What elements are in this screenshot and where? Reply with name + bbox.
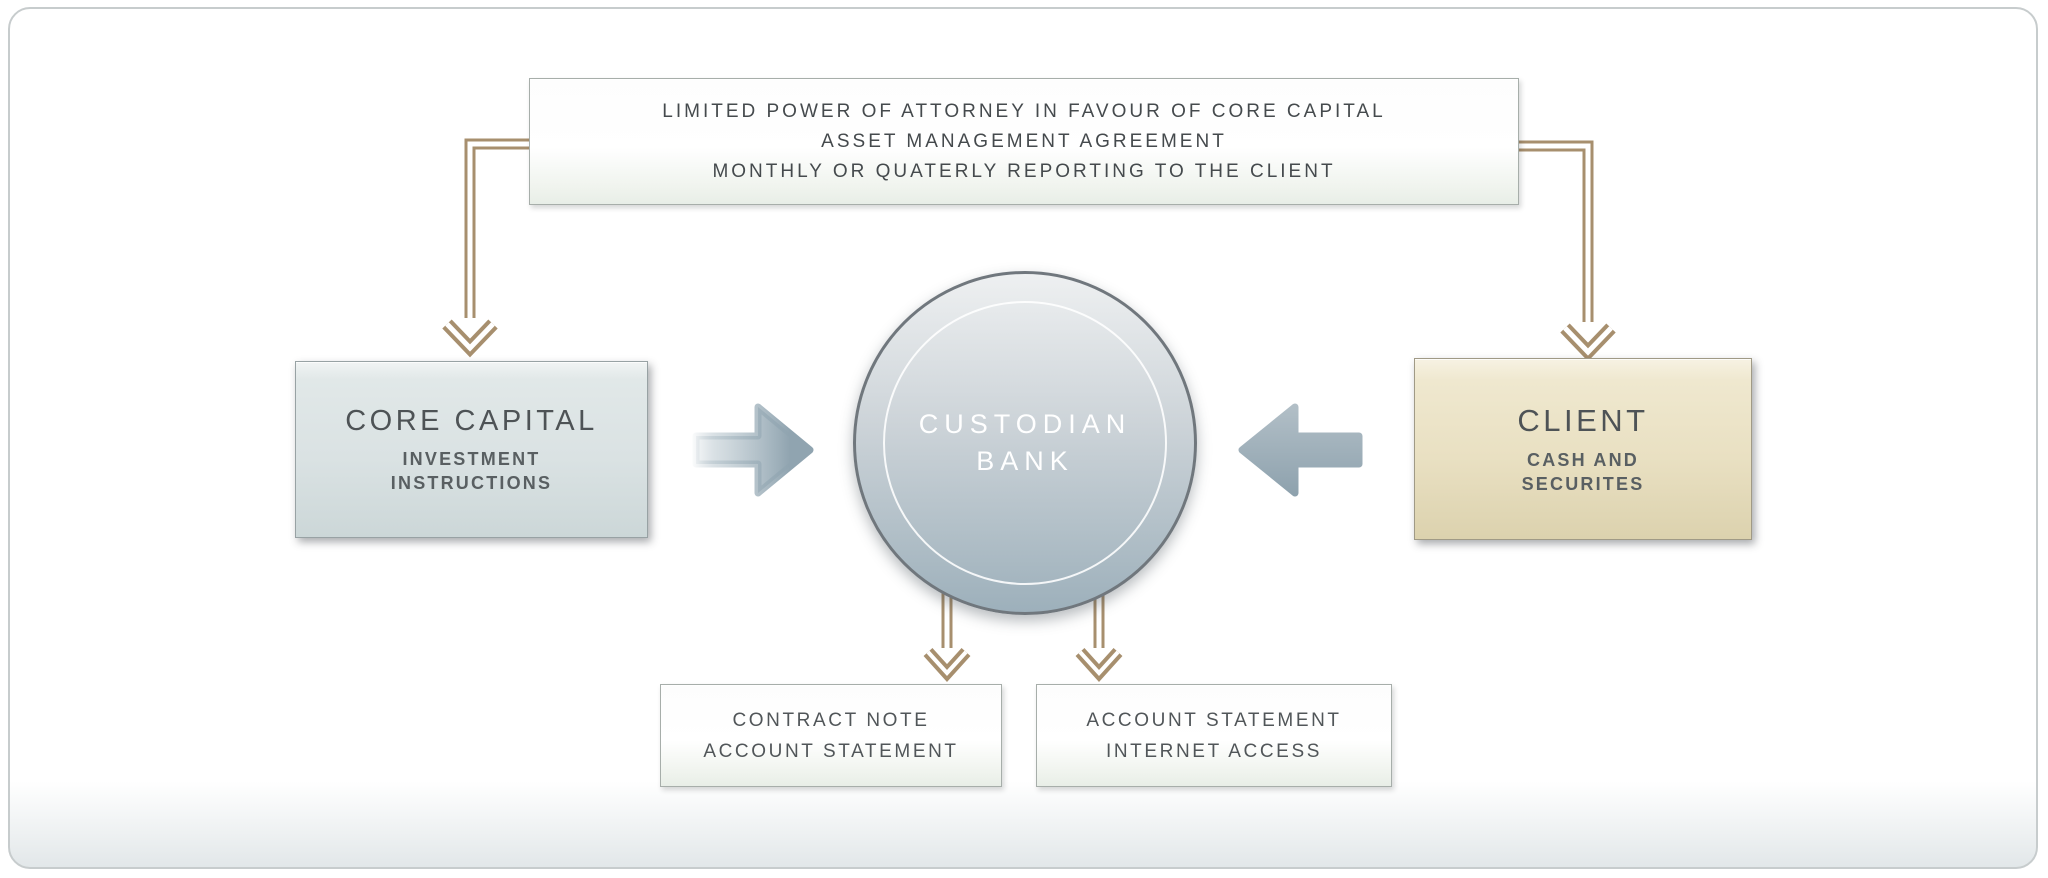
contract-note-line: CONTRACT NOTE <box>732 709 930 731</box>
internet-access-box: ACCOUNT STATEMENT INTERNET ACCESS <box>1036 684 1392 787</box>
arrow-client-to-custodian <box>1238 403 1363 497</box>
agreement-line: MONTHLY OR QUATERLY REPORTING TO THE CLI… <box>712 160 1336 182</box>
contract-note-box: CONTRACT NOTE ACCOUNT STATEMENT <box>660 684 1002 787</box>
connector-agreement-to-core-capital <box>442 138 529 358</box>
circle-inner-ring <box>883 301 1167 585</box>
custodian-bank-circle: CUSTODIAN BANK <box>853 271 1197 615</box>
client-title: CLIENT <box>1517 402 1649 438</box>
agreement-box: LIMITED POWER OF ATTORNEY IN FAVOUR OF C… <box>529 78 1519 205</box>
core-capital-title: CORE CAPITAL <box>345 404 598 437</box>
arrow-core-capital-to-custodian <box>692 403 814 497</box>
core-capital-box: CORE CAPITAL INVESTMENT INSTRUCTIONS <box>295 361 648 538</box>
internet-access-line: ACCOUNT STATEMENT <box>1086 709 1342 731</box>
core-capital-subtitle-line: INVESTMENT <box>402 448 541 469</box>
agreement-line: LIMITED POWER OF ATTORNEY IN FAVOUR OF C… <box>662 100 1386 122</box>
custodian-bank-label-line: CUSTODIAN <box>918 409 1132 439</box>
custodian-bank-label-line: BANK <box>976 446 1074 476</box>
client-subtitle-line: SECURITES <box>1521 473 1645 494</box>
agreement-line: ASSET MANAGEMENT AGREEMENT <box>821 130 1227 152</box>
internet-access-line: INTERNET ACCESS <box>1105 740 1323 762</box>
client-box: CLIENT CASH AND SECURITES <box>1414 358 1752 540</box>
contract-note-line: ACCOUNT STATEMENT <box>703 740 959 762</box>
core-capital-subtitle-line: INSTRUCTIONS <box>390 472 553 493</box>
connector-agreement-to-client <box>1519 140 1616 362</box>
client-subtitle-line: CASH AND <box>1527 449 1639 470</box>
